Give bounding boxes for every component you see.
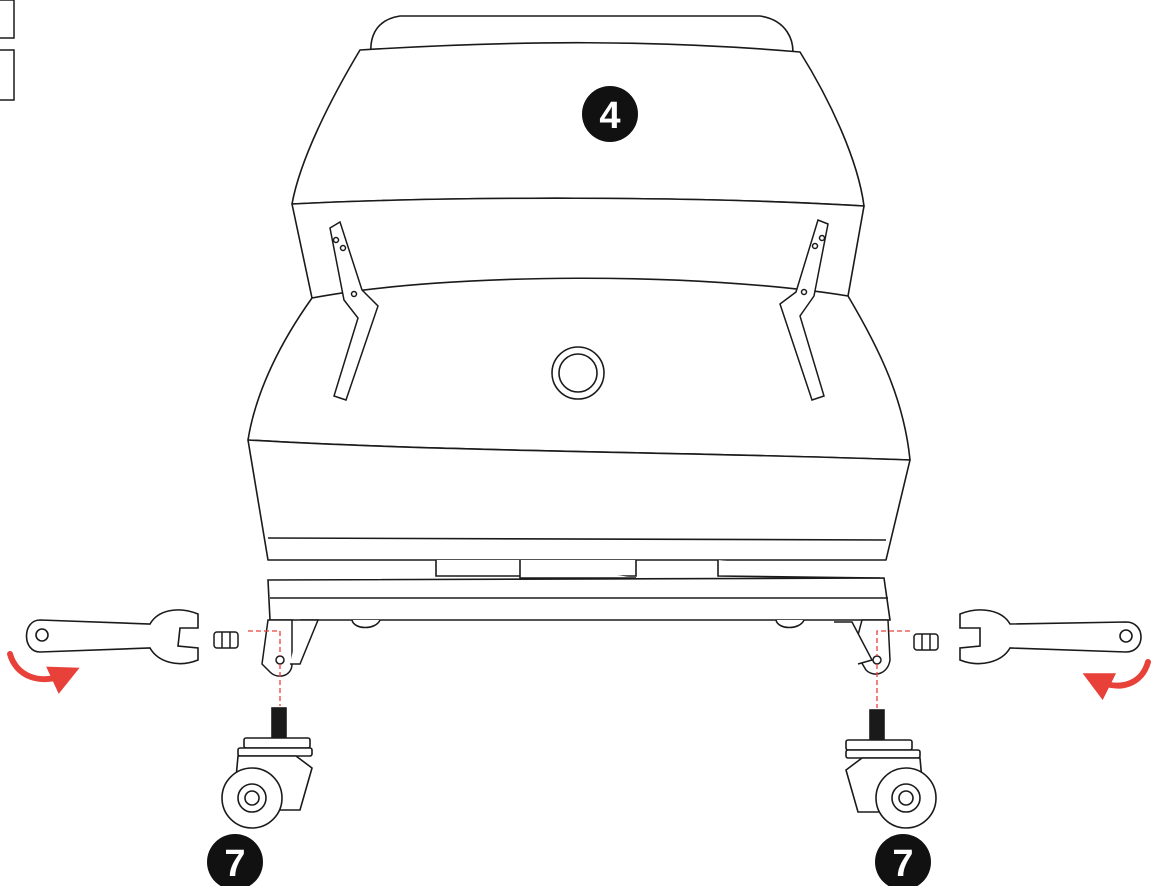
swivel-caster-right-icon (845, 709, 937, 829)
open-end-wrench-right-icon (959, 609, 1142, 665)
chair-seat (247, 277, 911, 561)
callout-label: 4 (599, 95, 620, 137)
open-end-wrench-left-icon (25, 609, 199, 665)
base-frame (267, 560, 891, 629)
callout-part-7-left: 7 (207, 834, 263, 886)
callout-label: 7 (224, 843, 245, 885)
armrest-bracket-right (779, 219, 829, 401)
swivel-caster-left-icon (221, 707, 313, 829)
hex-nut-right (913, 633, 939, 651)
callout-label: 7 (892, 843, 913, 885)
page-frame-marks (0, 0, 15, 101)
callout-part-4: 4 (582, 86, 638, 142)
callout-part-7-right: 7 (875, 834, 931, 886)
curved-arrow-counterclockwise-icon (7, 651, 80, 694)
left-mounting-plate (261, 619, 320, 677)
hex-nut-left (213, 631, 239, 649)
armrest-bracket-left (329, 220, 379, 401)
curved-arrow-clockwise-icon (1082, 659, 1151, 701)
chair-backrest (291, 15, 865, 299)
alignment-guide-lines (248, 630, 910, 708)
right-mounting-plate (834, 619, 891, 675)
